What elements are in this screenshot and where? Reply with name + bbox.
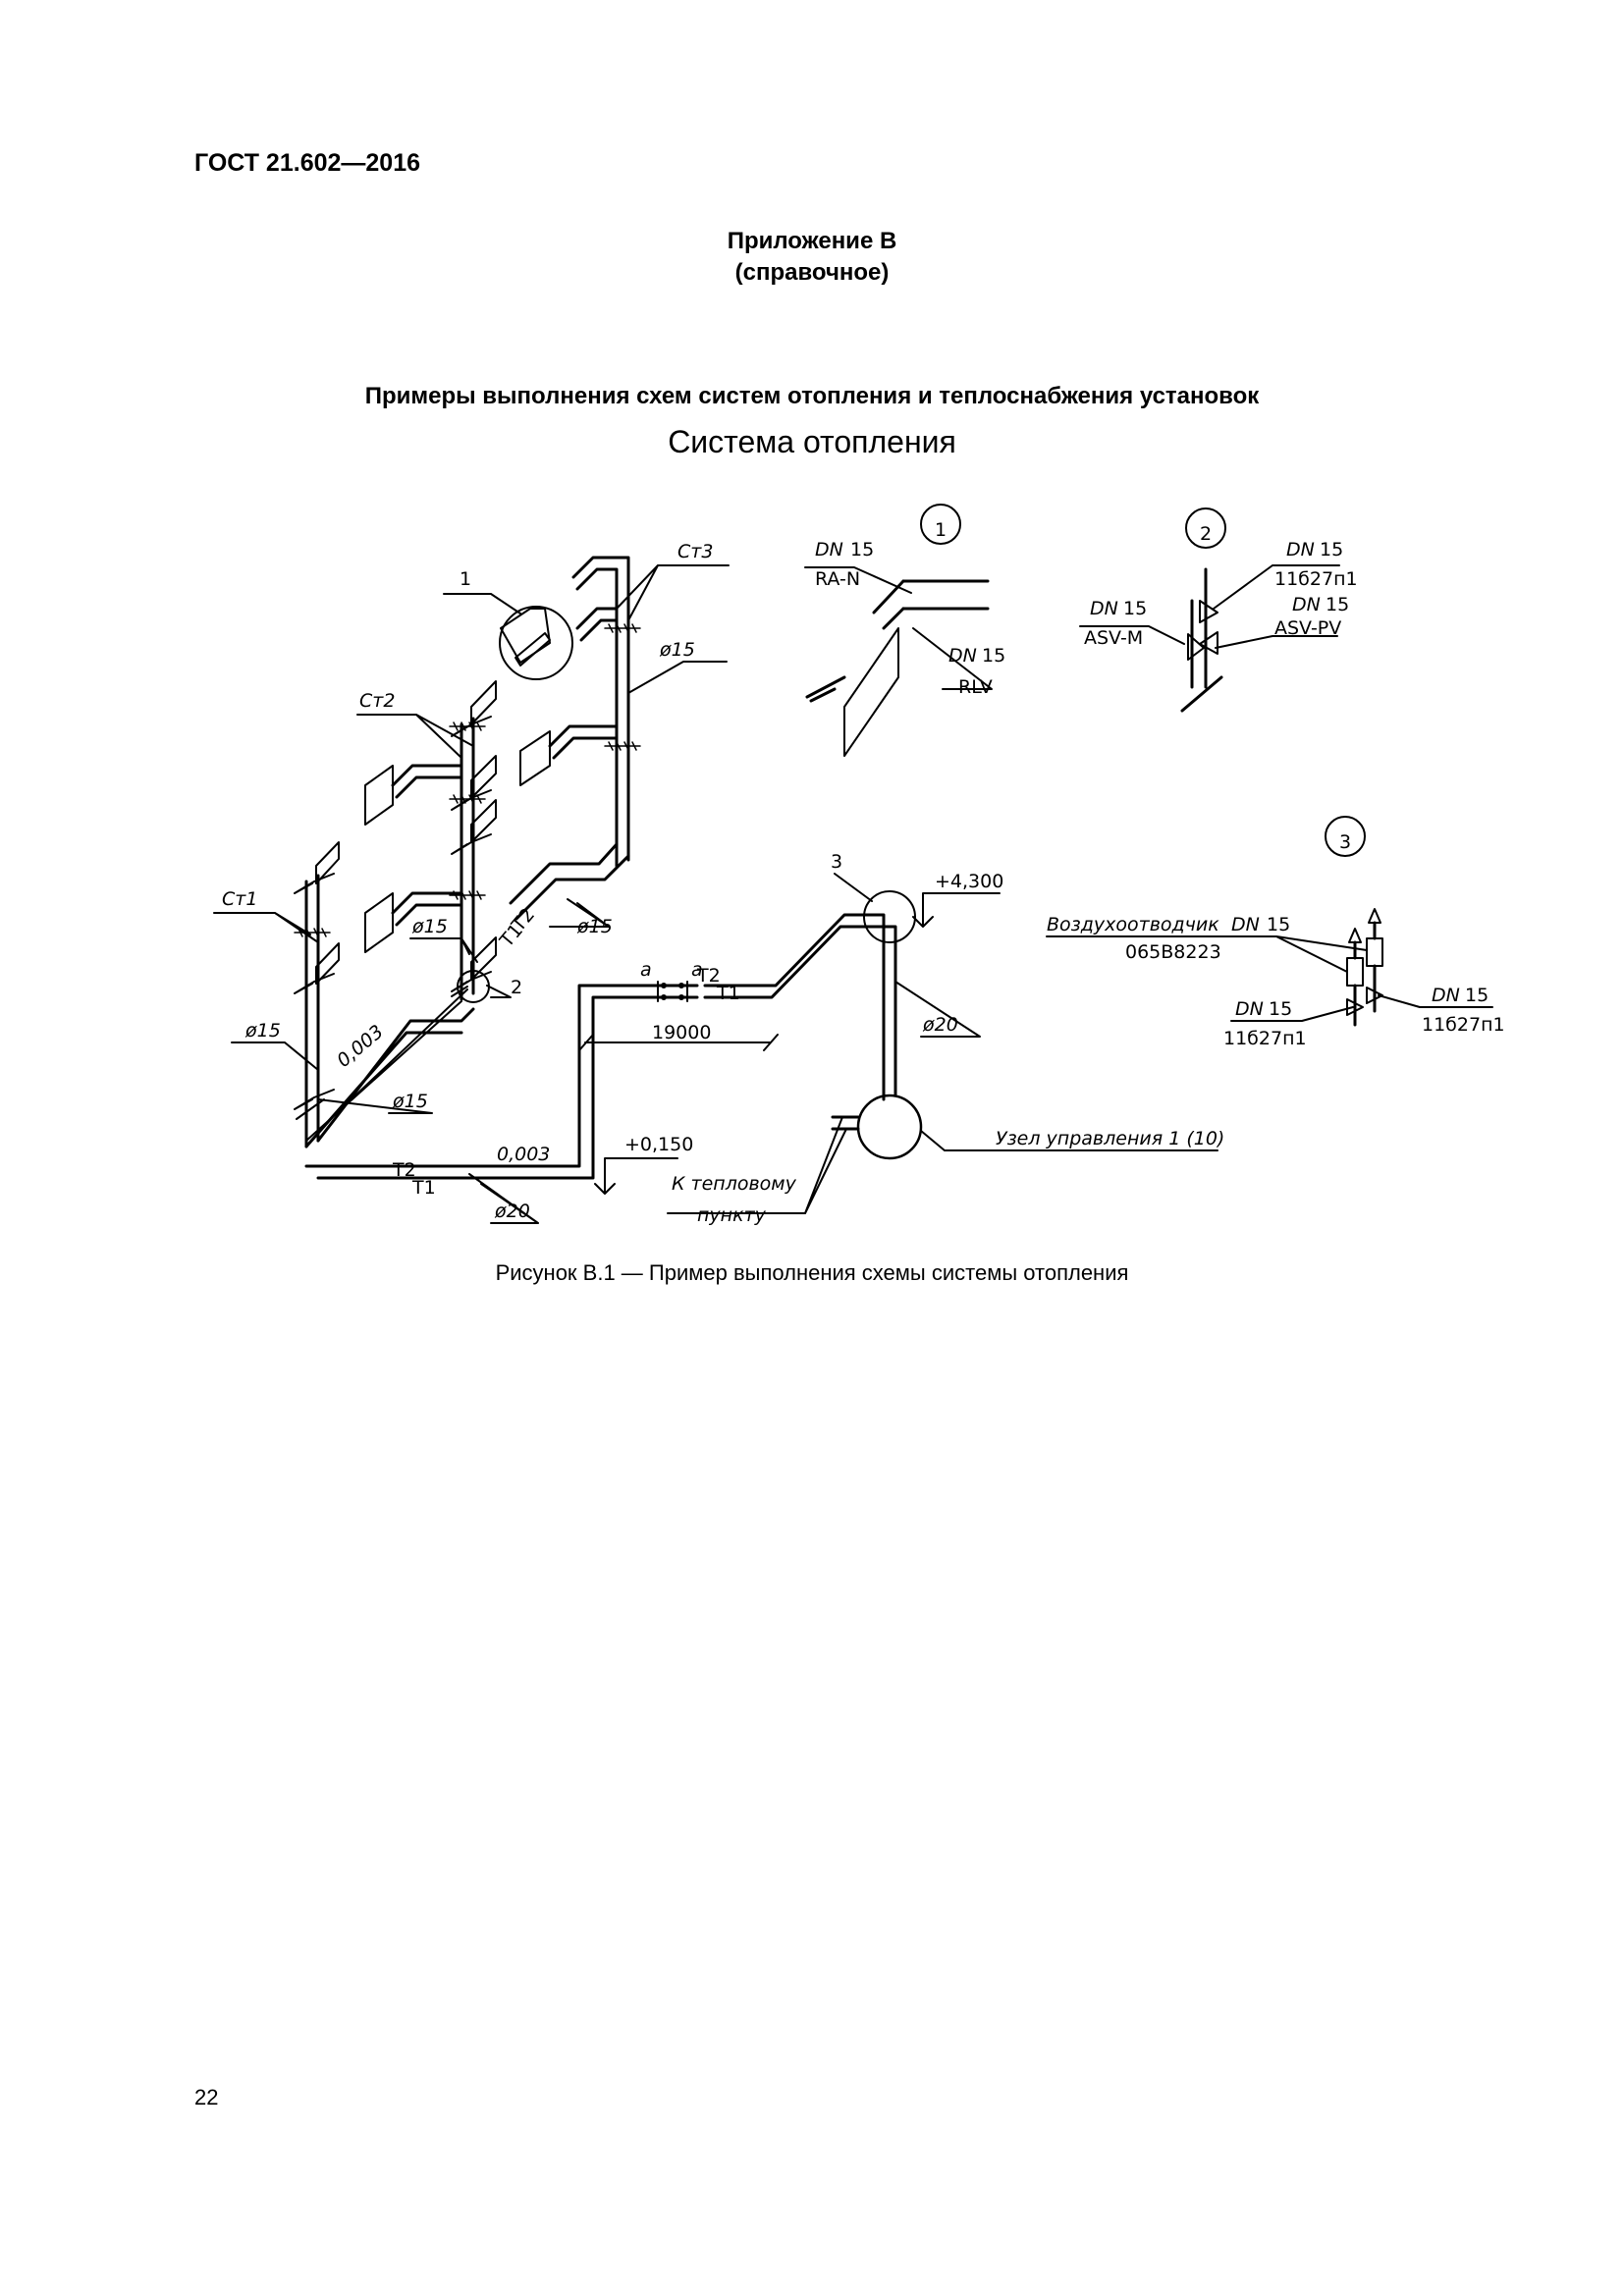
detail-2-number: 2	[1200, 523, 1212, 545]
detail-3-labels: 3 Воздухоотводчик DN 15 065B8223 DN 15 1…	[1047, 831, 1505, 1049]
diameter-main: ø15	[392, 1091, 428, 1112]
slope-horizontal: 0,003	[497, 1144, 550, 1165]
air-vent-label: Воздухоотводчик	[1047, 914, 1219, 935]
dimension-line	[578, 1034, 779, 1051]
detail-2-valve-right: ASV-PV	[1274, 617, 1341, 639]
callout-2-label: 2	[511, 977, 522, 998]
riser-st1-label: Ст1	[222, 888, 257, 910]
elevation-marker-top	[912, 892, 1001, 928]
riser-st2-pipe	[460, 717, 475, 1001]
detail-2-size-right: 15	[1326, 594, 1349, 615]
detail-1-size-top: 15	[850, 539, 874, 561]
detail-1-dn-top: DN	[815, 539, 843, 561]
detail-1-valve-top: RA-N	[815, 568, 860, 590]
appendix-type: (справочное)	[734, 259, 890, 286]
heating-system-scheme: 1 2 3 Ст3 Ст2 Ст1 ø15 ø15 ø15 ø15 ø15 ø2…	[213, 504, 1505, 1226]
pipe-t2-label-right: Т2	[696, 965, 721, 987]
detail-1-dn-bottom: DN	[948, 645, 977, 667]
pipe-break-marks	[657, 981, 688, 1002]
st3-top-offset	[571, 556, 630, 591]
detail-3-size-right: 15	[1465, 985, 1489, 1006]
appendix-title: Приложение В (справочное)	[0, 226, 1624, 289]
riser-st3-label: Ст3	[677, 541, 713, 562]
detail-1-circle-on-scheme	[499, 606, 573, 680]
pipe-a-label-left: а	[640, 959, 652, 981]
diameter-main-bottom: ø20	[494, 1201, 530, 1222]
main-scheme-labels: 1 2 3 Ст3 Ст2 Ст1 ø15 ø15 ø15 ø15 ø15 ø2…	[222, 541, 1224, 1226]
callout-1-label: 1	[460, 568, 471, 590]
control-unit-label: Узел управления 1 (10)	[996, 1128, 1224, 1149]
pipe-t2-label-bottom: Т2	[392, 1159, 416, 1181]
elevation-top-label: +4,300	[935, 871, 1003, 892]
detail-3-valve-left: 11б27п1	[1223, 1028, 1307, 1049]
detail-2-circle	[1185, 507, 1226, 549]
air-vent-left	[1346, 957, 1364, 987]
detail-1-valve-bottom: RLV	[958, 676, 993, 698]
radiators-st1	[294, 841, 340, 1120]
detail-1-circle	[920, 504, 961, 545]
detail-3-size-left: 15	[1269, 998, 1292, 1020]
detail-2-size-left: 15	[1123, 598, 1147, 619]
detail-3-circle	[1325, 816, 1366, 857]
detail-1-size-bottom: 15	[982, 645, 1005, 667]
detail-2-dn-left: DN	[1090, 598, 1118, 619]
elevation-marker-bottom	[594, 1157, 678, 1195]
detail-3-dn-right: DN	[1432, 985, 1460, 1006]
pipe-t1-label-right: Т1	[716, 983, 740, 1004]
detail-2-size-top: 15	[1320, 539, 1343, 561]
page-number: 22	[194, 2085, 219, 2109]
figure-caption: Рисунок В.1 — Пример выполнения схемы си…	[495, 1260, 1129, 1285]
section-title: Примеры выполнения схем систем отопления…	[364, 383, 1260, 409]
branches-st2	[364, 764, 463, 953]
detail-1-radiator	[843, 627, 899, 757]
detail-2-dn-right: DN	[1292, 594, 1321, 615]
detail-3-dn-left: DN	[1235, 998, 1264, 1020]
leader-lines	[213, 564, 1218, 1224]
detail-1-number: 1	[935, 519, 947, 541]
riser-st3-pipe	[615, 581, 630, 868]
dimension-length: 19000	[652, 1022, 711, 1043]
to-heat-point-line2: пункту	[697, 1204, 767, 1226]
air-vent-dn: DN	[1231, 914, 1260, 935]
control-unit-circle	[856, 1094, 923, 1160]
diameter-st2: ø15	[411, 916, 448, 937]
distribution-main	[304, 1007, 475, 1148]
pipe-a-label-right: а	[691, 959, 703, 981]
detail-3-circle-on-scheme	[863, 890, 916, 943]
riser-st2-label: Ст2	[359, 690, 395, 712]
air-vent-code: 065B8223	[1125, 941, 1221, 963]
figure-heading: Система отопления	[668, 424, 956, 459]
diameter-st1: ø15	[244, 1020, 281, 1041]
detail-3-valve-right: 11б27п1	[1422, 1014, 1505, 1036]
detail-2-dn-top: DN	[1286, 539, 1315, 561]
diameter-branch: ø15	[576, 916, 613, 937]
return-supply-mains-lower	[304, 984, 699, 1180]
main-scheme	[213, 556, 1218, 1224]
diameter-riser-top: ø20	[922, 1014, 958, 1036]
detail-2-valve-lower	[1187, 633, 1205, 661]
appendix-label: Приложение В	[727, 228, 897, 254]
diameter-st3: ø15	[659, 639, 695, 661]
detail-1-labels: 1 DN 15 RA-N DN 15 RLV	[815, 519, 1005, 698]
detail-3	[1046, 816, 1493, 1027]
detail-2-labels: 2 DN 15 11б27п1 DN 15 ASV-M DN 15 ASV-PV	[1084, 523, 1358, 649]
mains-to-control-unit	[703, 913, 897, 1101]
radiators-st2	[451, 680, 497, 997]
detail-2-valve-left: ASV-M	[1084, 627, 1143, 649]
elevation-bottom-label: +0,150	[624, 1134, 693, 1155]
document-code: ГОСТ 21.602—2016	[194, 149, 421, 177]
detail-2-valve-upper	[1199, 600, 1218, 655]
pipe-t1-label-bottom: Т1	[411, 1177, 436, 1199]
detail-3-number: 3	[1339, 831, 1351, 853]
air-vent-right	[1366, 937, 1383, 967]
detail-2	[1079, 507, 1340, 713]
to-heat-point-line1: К тепловому	[672, 1173, 797, 1195]
detail-2-valve-top: 11б27п1	[1274, 568, 1358, 590]
air-vent-size: 15	[1267, 914, 1290, 935]
callout-3-label: 3	[831, 851, 842, 873]
detail-1	[804, 504, 993, 757]
support-hatches	[294, 623, 641, 937]
